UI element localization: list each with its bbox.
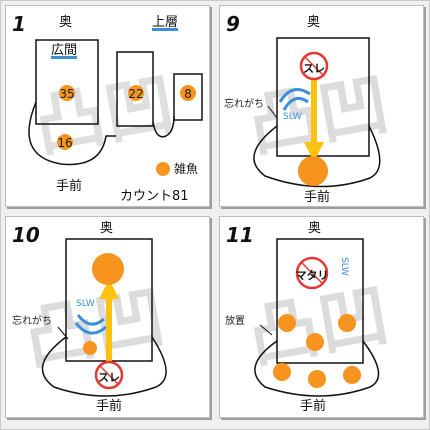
watermark: 凸凹: [19, 275, 171, 380]
slw-label: SLW: [339, 257, 349, 276]
panel-9-drawing: 凸凹: [243, 37, 395, 188]
side-label: 忘れがち: [224, 99, 264, 110]
panel-number: 1: [12, 12, 26, 36]
svg-text:凸凹: 凸凹: [29, 63, 181, 168]
panel-10: 凸凹 10 奥 SLW 忘れがち スレ 手前: [5, 216, 210, 418]
panel-11: 凸凹 11 奥 マタリ SLW 放置 手前: [219, 216, 424, 418]
big-ball: [92, 253, 124, 285]
panel-number: 9: [226, 12, 240, 36]
side-label: 放置: [225, 316, 245, 327]
slw-label: SLW: [76, 299, 95, 309]
svg-text:凸凹: 凸凹: [19, 275, 171, 380]
big-ball: [298, 156, 328, 186]
back-label: 奥: [308, 221, 322, 236]
front-curve: [253, 125, 381, 188]
panel-1-drawing: 凸凹: [28, 39, 203, 168]
side-label: 忘れがち: [12, 316, 52, 327]
front-curve: [41, 336, 167, 397]
sweep-arc-1: [76, 314, 105, 326]
badge-slash: [303, 55, 325, 77]
hold-count-8: 8: [184, 87, 192, 101]
legend-label: 雑魚: [174, 162, 199, 176]
badge-slash: [98, 364, 120, 386]
wide-room-curve: [28, 101, 116, 166]
front-label: 手前: [304, 190, 331, 205]
room-box: [276, 238, 364, 364]
slw-label: SLW: [283, 112, 302, 122]
panel-10-drawing: 凸凹: [19, 238, 171, 397]
badge-label: マタリ: [295, 269, 329, 282]
side-pointer: [259, 324, 273, 336]
ball-4: [273, 363, 291, 381]
front-label: 手前: [56, 179, 83, 194]
hold-count-22: 22: [128, 87, 144, 101]
wide-label: 広間: [51, 43, 78, 58]
connector-curve: [152, 115, 175, 138]
side-pointer: [57, 326, 69, 340]
upper-room-box-2: [173, 73, 203, 121]
room-box: [276, 37, 370, 157]
panel-11-drawing: 凸凹: [243, 238, 395, 397]
sweep-arc-2: [74, 322, 107, 335]
front-curve: [254, 340, 380, 397]
ball-2: [338, 314, 356, 332]
count-text: カウント81: [120, 189, 189, 204]
sweep-arc-2: [282, 96, 309, 111]
ball-1: [278, 314, 296, 332]
legend-ball: [156, 162, 170, 176]
ball-5: [308, 370, 326, 388]
hold-ball-35: [59, 85, 75, 101]
panel-9: 凸凹 9 奥 スレ SLW 忘れがち 手前: [219, 5, 424, 207]
badge-slash: [300, 261, 324, 285]
upper-label: 上層: [152, 15, 179, 30]
ball-low: [83, 341, 97, 355]
upper-room-box-1: [116, 51, 154, 127]
back-label: 奥: [307, 15, 321, 30]
push-arrow-head: [99, 279, 119, 299]
panel-number: 11: [226, 223, 254, 247]
ball-6: [343, 366, 361, 384]
back-label: 奥: [59, 15, 73, 30]
push-arrow-head: [304, 142, 324, 162]
hold-ball-8: [180, 85, 196, 101]
badge-label: スレ: [98, 371, 120, 384]
sweep-arc-1: [278, 88, 311, 103]
front-label: 手前: [96, 399, 123, 414]
back-label: 奥: [100, 221, 114, 236]
badge-label: スレ: [303, 62, 325, 75]
panel-1: 凸凹 1 奥 上層 広間 35 16 22 8 雑魚 手前 カウント81: [5, 5, 210, 207]
hold-ball-16: [57, 134, 73, 150]
hold-ball-22: [128, 85, 144, 101]
watermark: 凸凹: [29, 63, 181, 168]
ball-3: [306, 333, 324, 351]
front-label: 手前: [300, 399, 327, 414]
panel-number: 10: [12, 223, 40, 247]
side-pointer: [267, 105, 278, 119]
hold-count-16: 16: [57, 136, 73, 150]
hold-count-35: 35: [59, 87, 75, 101]
wide-room-box: [35, 39, 99, 125]
